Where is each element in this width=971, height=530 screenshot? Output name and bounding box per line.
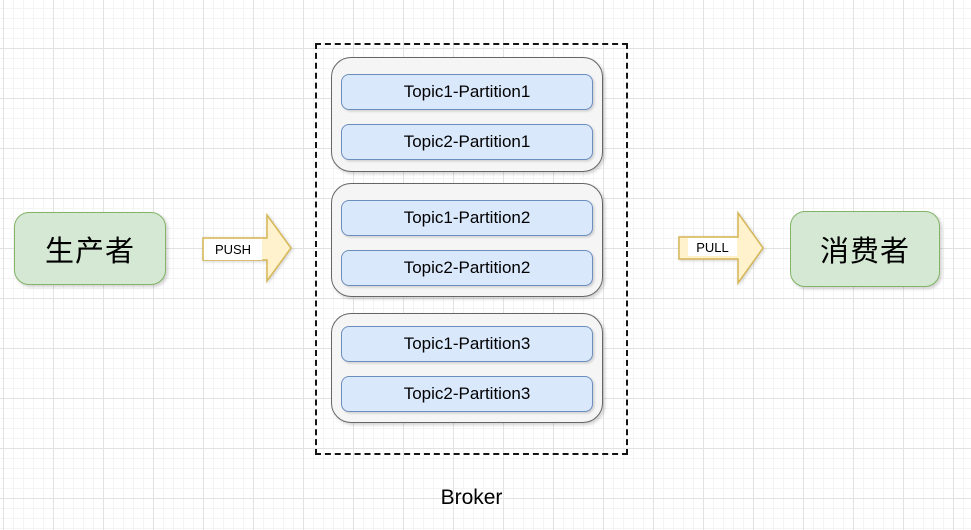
partition-topic1-partition2[interactable]: Topic1-Partition2 xyxy=(341,200,593,236)
broker-group-2[interactable]: Topic1-Partition2 Topic2-Partition2 xyxy=(331,183,603,297)
partition-topic1-partition1[interactable]: Topic1-Partition1 xyxy=(341,74,593,110)
partition-label: Topic2-Partition3 xyxy=(403,384,531,403)
partition-label: Topic2-Partition1 xyxy=(403,132,531,151)
partition-topic2-partition1[interactable]: Topic2-Partition1 xyxy=(341,124,593,160)
broker-container[interactable] xyxy=(315,43,628,455)
broker-group-1[interactable]: Topic1-Partition1 Topic2-Partition1 xyxy=(331,57,603,172)
pull-arrow-label: PULL xyxy=(688,238,737,256)
push-arrow[interactable]: PUSH xyxy=(200,210,295,285)
partition-label: Topic1-Partition3 xyxy=(403,334,531,353)
partition-topic1-partition3[interactable]: Topic1-Partition3 xyxy=(341,326,593,362)
broker-group-3[interactable]: Topic1-Partition3 Topic2-Partition3 xyxy=(331,313,603,423)
push-arrow-label: PUSH xyxy=(204,239,262,260)
producer-node[interactable]: 生产者 xyxy=(14,212,166,285)
partition-topic2-partition3[interactable]: Topic2-Partition3 xyxy=(341,376,593,412)
broker-label: Broker xyxy=(440,486,503,509)
partition-label: Topic1-Partition1 xyxy=(403,82,531,101)
consumer-label: 消费者 xyxy=(819,236,910,268)
producer-label: 生产者 xyxy=(44,235,135,268)
consumer-node[interactable]: 消费者 xyxy=(790,211,940,287)
partition-label: Topic2-Partition2 xyxy=(403,258,531,277)
partition-label: Topic1-Partition2 xyxy=(403,208,531,227)
pull-arrow[interactable]: PULL xyxy=(676,208,768,288)
partition-topic2-partition2[interactable]: Topic2-Partition2 xyxy=(341,250,593,286)
